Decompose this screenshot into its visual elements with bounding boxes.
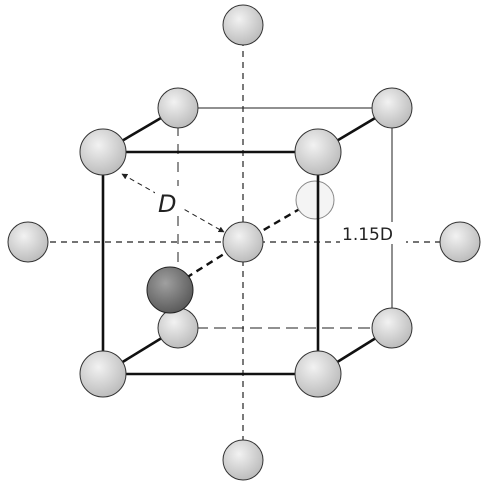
- sphere-center: [222, 221, 264, 263]
- sphere-front-bottom-right: [294, 350, 342, 398]
- sphere-axis-right: [439, 221, 481, 263]
- sphere-axis-top: [222, 4, 264, 46]
- axes: [28, 40, 460, 452]
- sphere-diagonal-front: [146, 266, 194, 314]
- back-spheres: [157, 87, 413, 349]
- axial-spheres: [7, 4, 481, 481]
- sphere-back-top-right: [371, 87, 413, 129]
- distance-long-label: 1.15D: [342, 225, 393, 245]
- sphere-back-bottom-left: [157, 307, 199, 349]
- sphere-front-top-left: [79, 128, 127, 176]
- sphere-diagonal-back: [295, 180, 335, 220]
- distance-label: D: [158, 190, 176, 218]
- front-face-edges: [101, 150, 320, 376]
- sphere-axis-left: [7, 221, 49, 263]
- sphere-front-top-right: [294, 128, 342, 176]
- sphere-front-bottom-left: [79, 350, 127, 398]
- front-spheres: [79, 128, 342, 398]
- label-bg-distance: [155, 186, 183, 214]
- sphere-back-bottom-right: [371, 307, 413, 349]
- label-bg-distance-long: [340, 222, 406, 244]
- sphere-back-top-left: [157, 87, 199, 129]
- sphere-axis-bottom: [222, 439, 264, 481]
